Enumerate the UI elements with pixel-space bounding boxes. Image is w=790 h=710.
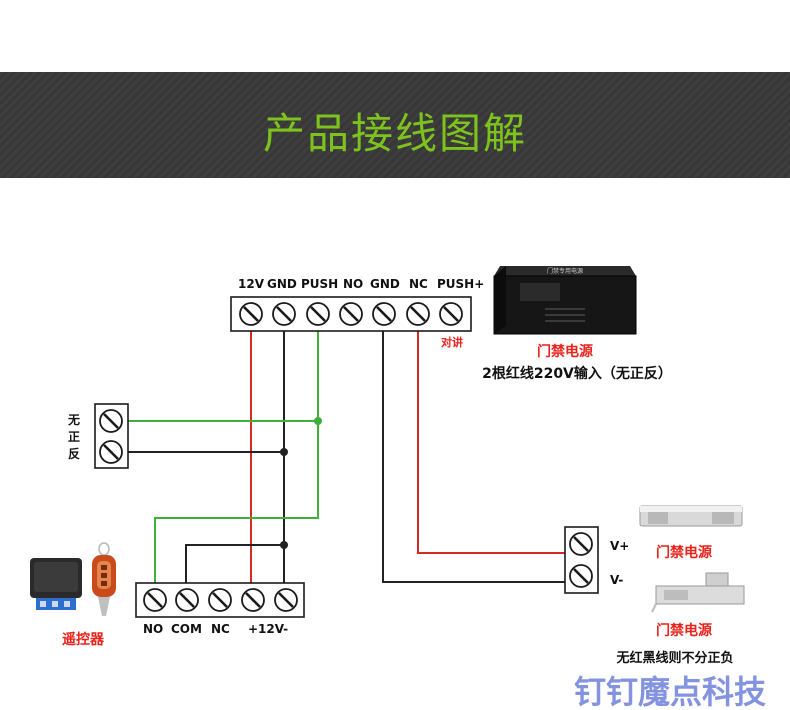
terminal-screw [98, 408, 124, 434]
terminal-screw [438, 301, 464, 327]
side-label-char: 反 [68, 446, 80, 461]
terminal-screw [371, 301, 397, 327]
side-label-char: 无 [67, 413, 80, 427]
terminal-screw [273, 587, 299, 613]
terminal-screw [142, 587, 168, 613]
top-terminal-block: 12V GND PUSH NO GND NC PUSH+ 对讲 [230, 277, 484, 349]
bottom-label-nc: NC [211, 622, 230, 636]
bolt-lock-name: 门禁电源 [656, 622, 712, 639]
page-title: 产品接线图解 [262, 109, 527, 158]
bottom-label-no: NO [143, 622, 163, 636]
remote-name: 遥控器 [62, 631, 105, 648]
side-label-char: 正 [68, 430, 80, 444]
remote-receiver [30, 558, 82, 610]
terminal-label-push-plus: PUSH+ [437, 277, 484, 291]
lock-terminal-block: V+ V- [564, 526, 629, 594]
header-banner: 产品接线图解 [0, 72, 790, 178]
mag-lock-name: 门禁电源 [656, 544, 712, 561]
bottom-label-com: COM [171, 622, 202, 636]
terminal-label-12v: 12V [238, 277, 265, 291]
power-supply-unit: 门禁专用电源 门禁电源 2根红线220V输入（无正反） [482, 266, 672, 382]
lock-label-vminus: V- [610, 573, 623, 587]
terminal-screw [240, 587, 266, 613]
magnetic-lock-icon [639, 505, 743, 527]
wire-green-push [154, 330, 319, 585]
terminal-screw [305, 301, 331, 327]
power-box-label: 门禁专用电源 [547, 267, 583, 275]
power-supply-note: 2根红线220V输入（无正反） [482, 365, 672, 382]
wire-black-com [185, 544, 284, 585]
terminal-label-gnd-2: GND [370, 277, 400, 291]
wire-black-lock [382, 330, 566, 583]
terminal-screw [568, 531, 594, 557]
lock-note: 无红黑线则不分正负 [615, 650, 733, 666]
terminal-screw [568, 563, 594, 589]
terminal-screw [338, 301, 364, 327]
junction-dot [280, 541, 288, 549]
side-terminal-block: 无 正 反 [67, 403, 129, 469]
terminal-label-push: PUSH [301, 277, 338, 291]
terminal-label-no: NO [343, 277, 363, 291]
bottom-terminal-block: NO COM NC +12V- [135, 582, 305, 636]
lock-label-vplus: V+ [610, 539, 629, 553]
terminal-label-nc: NC [409, 277, 428, 291]
key-fob-icon [92, 542, 116, 616]
terminal-screw [271, 301, 297, 327]
pair-note: 对讲 [441, 335, 463, 349]
watermark: 钉钉魔点科技 [574, 673, 766, 710]
terminal-screw [405, 301, 431, 327]
terminal-screw [174, 587, 200, 613]
junction-dot [280, 448, 288, 456]
bottom-label-12v: +12V- [248, 622, 288, 636]
power-supply-name: 门禁电源 [537, 343, 593, 360]
junction-dot [314, 417, 322, 425]
terminal-label-gnd: GND [267, 277, 297, 291]
bolt-lock-icon [651, 572, 745, 613]
terminal-screw [238, 301, 264, 327]
wires [128, 330, 566, 585]
terminal-screw [207, 587, 233, 613]
wire-red-nc [417, 330, 566, 554]
terminal-screw [98, 439, 124, 465]
